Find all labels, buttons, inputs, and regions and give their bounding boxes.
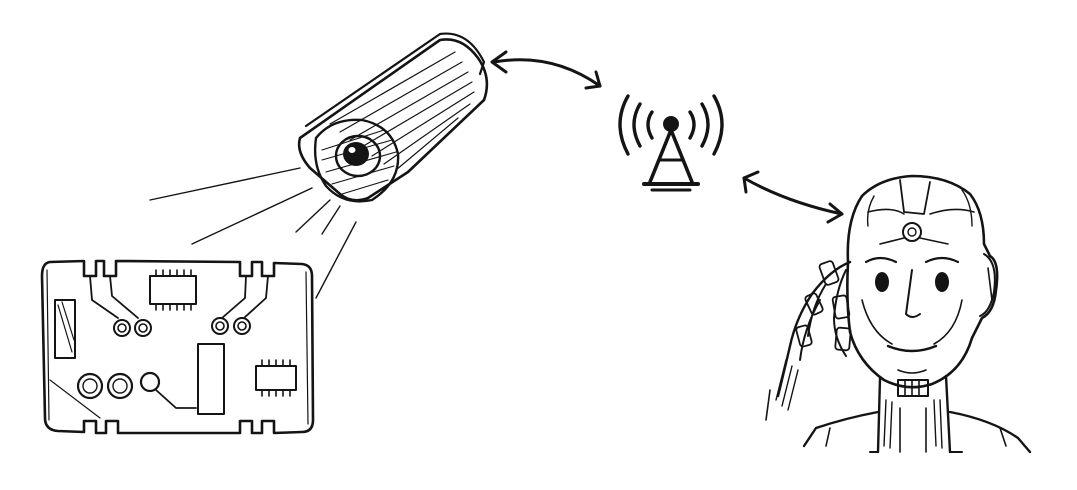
robot-head-icon <box>765 174 1032 454</box>
security-camera-icon <box>297 32 489 203</box>
radio-antenna-icon <box>618 94 724 192</box>
circuit-board-icon <box>40 259 315 435</box>
bidirectional-arrow-icon <box>742 170 844 224</box>
camera-view-lines <box>149 167 357 299</box>
bidirectional-arrow-icon <box>490 50 602 90</box>
